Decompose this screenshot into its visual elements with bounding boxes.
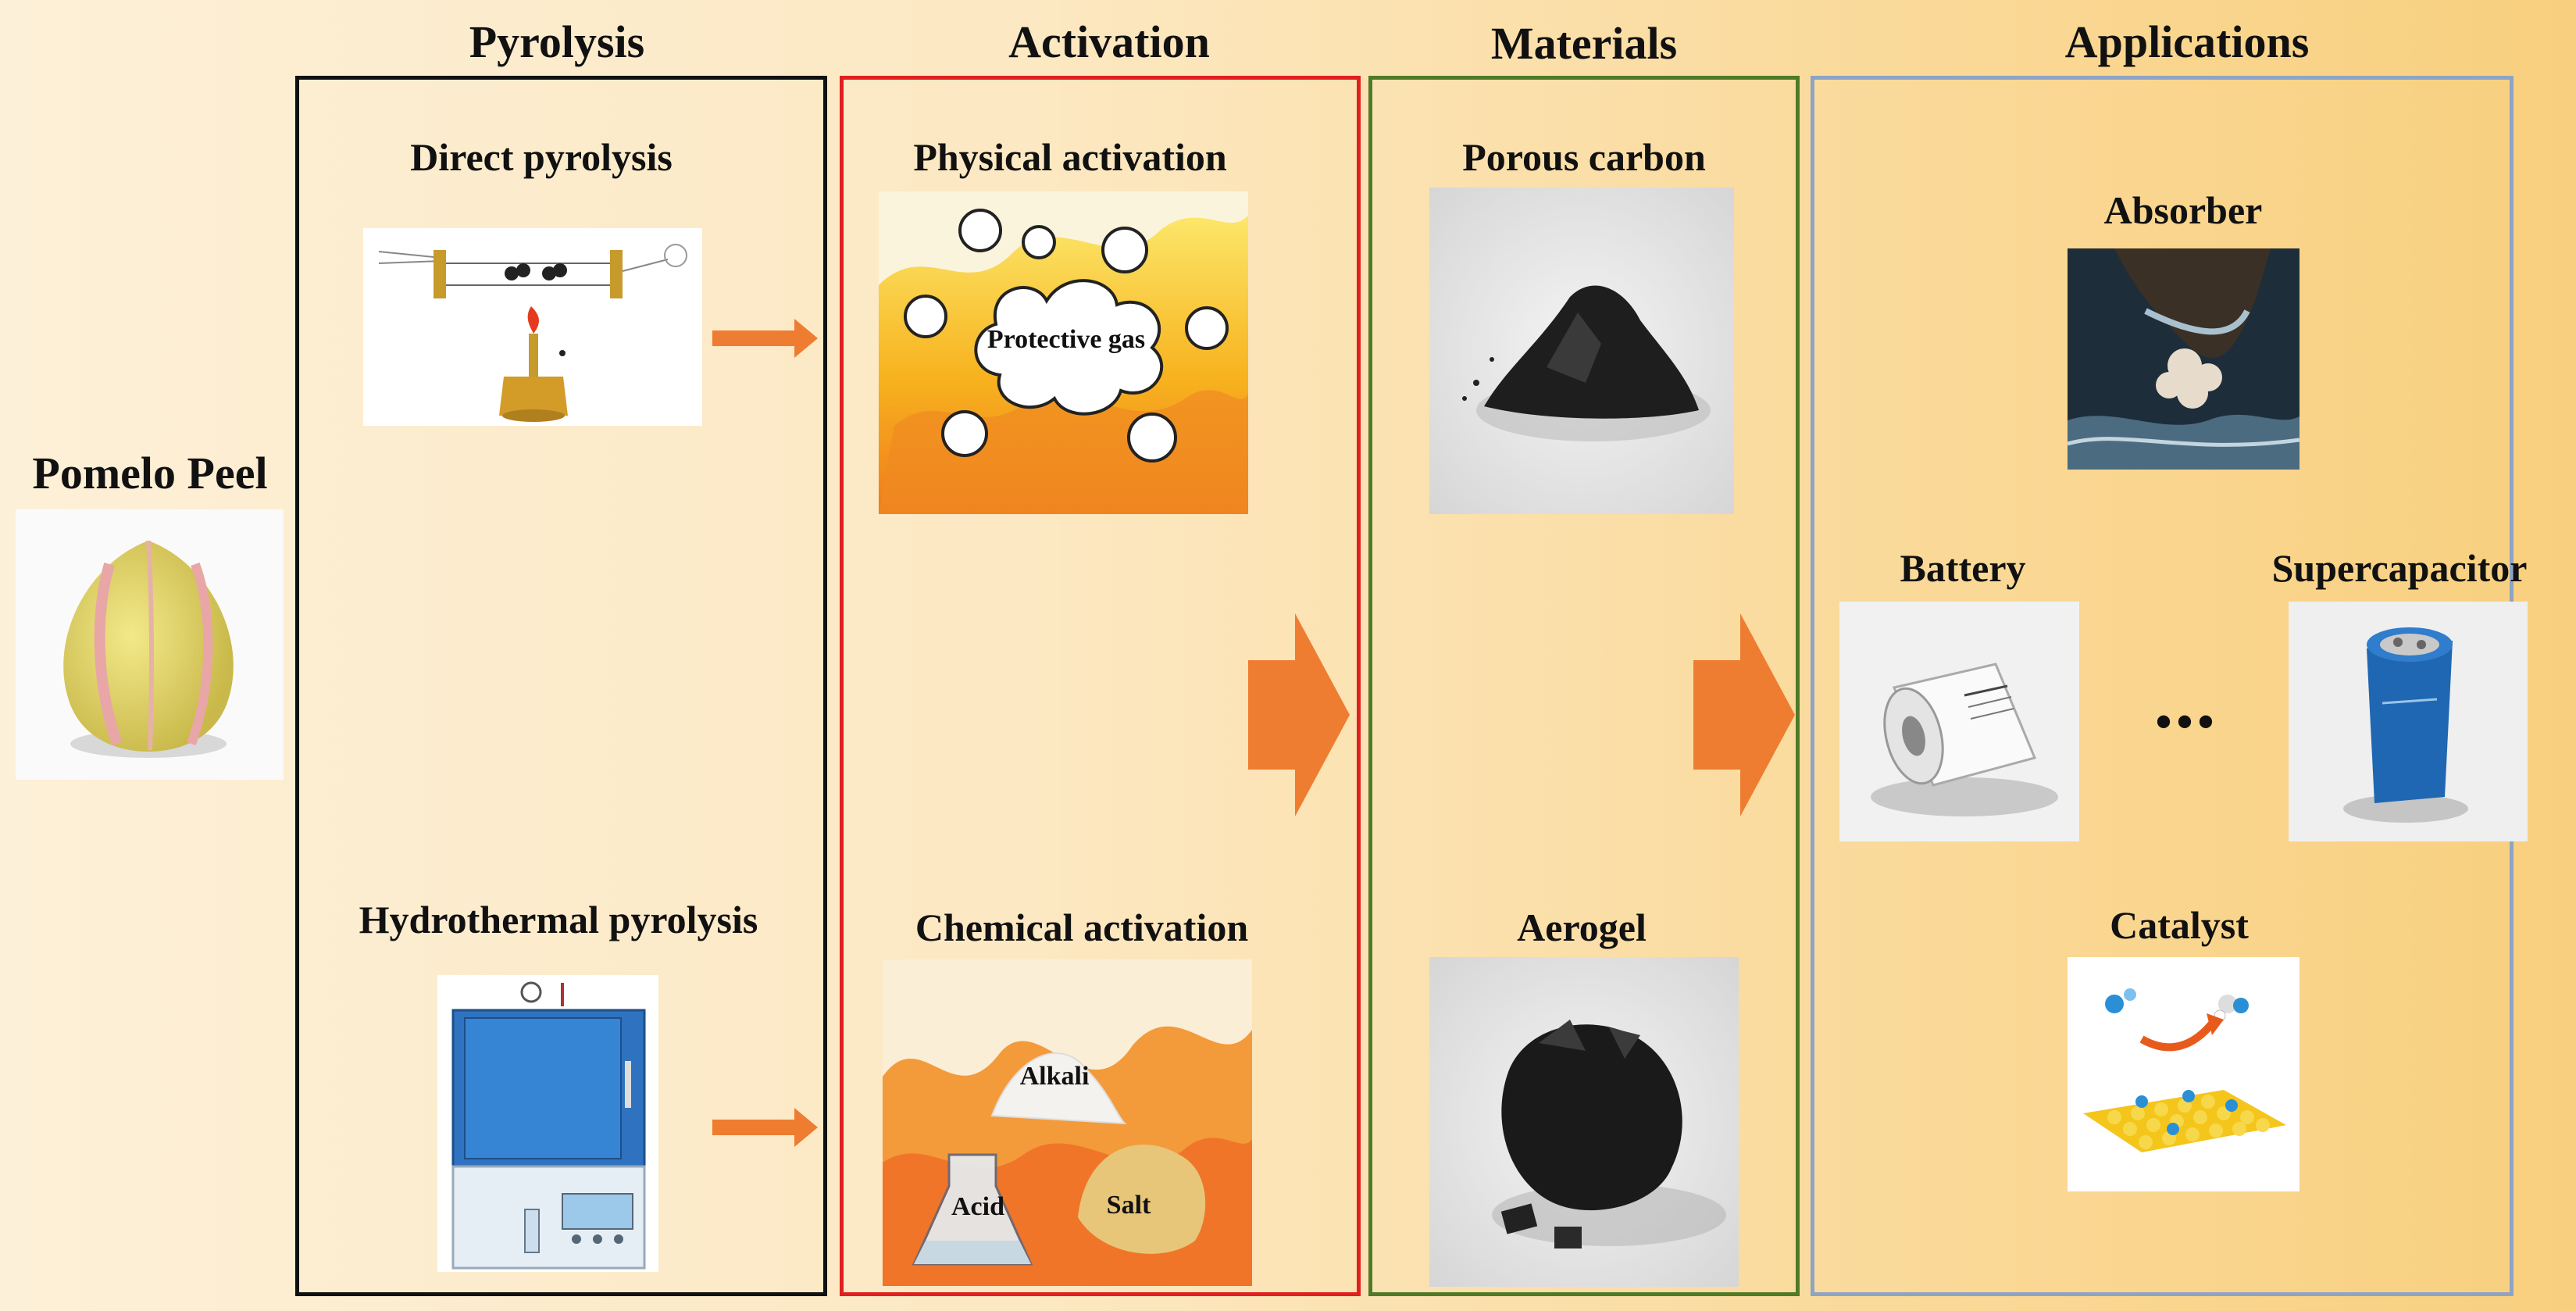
more-applications-ellipsis: ••• xyxy=(2155,696,2219,748)
direct-pyrolysis-label: Direct pyrolysis xyxy=(410,135,673,179)
chemical-powders-image xyxy=(883,959,1252,1286)
protective-gas-label: Protective gas xyxy=(987,325,1145,354)
materials-stage-box xyxy=(1368,76,1800,1296)
absorber-label: Absorber xyxy=(2103,188,2263,232)
physical-activation-label: Physical activation xyxy=(913,135,1227,179)
salt-label: Salt xyxy=(1106,1191,1151,1220)
porous-carbon-image xyxy=(1429,188,1734,514)
battery-image xyxy=(1839,602,2079,841)
arrow-activation-to-materials xyxy=(1248,613,1350,816)
acid-label: Acid xyxy=(951,1192,1004,1221)
supercapacitor-image xyxy=(2289,602,2528,841)
porous-carbon-label: Porous carbon xyxy=(1462,135,1706,179)
arrow-materials-to-applications xyxy=(1693,613,1795,816)
tube-furnace-icon xyxy=(363,228,702,426)
arrow-hydrothermal-to-chemical xyxy=(712,1108,818,1147)
pomelo-photo xyxy=(16,509,284,780)
catalyst-image xyxy=(2068,957,2299,1191)
applications-title: Applications xyxy=(2064,16,2310,67)
battery-label: Battery xyxy=(1900,546,2026,590)
alkali-label: Alkali xyxy=(1019,1062,1090,1091)
activation-stage-box xyxy=(840,76,1361,1296)
aerogel-label: Aerogel xyxy=(1517,906,1647,949)
hydrothermal-pyrolysis-label: Hydrothermal pyrolysis xyxy=(359,898,758,941)
catalyst-label: Catalyst xyxy=(2110,903,2249,947)
pyrolysis-stage-box xyxy=(295,76,827,1296)
supercapacitor-label: Supercapacitor xyxy=(2271,546,2528,590)
materials-title: Materials xyxy=(1490,18,1678,69)
absorber-image xyxy=(2068,248,2299,470)
activation-title: Activation xyxy=(1008,16,1210,67)
chemical-activation-label: Chemical activation xyxy=(915,906,1249,949)
flame-cloud-image: Protective gas xyxy=(879,191,1248,514)
muffle-furnace-icon xyxy=(437,975,658,1272)
source-label: Pomelo Peel xyxy=(32,448,268,498)
aerogel-image xyxy=(1429,957,1739,1287)
arrow-direct-to-physical xyxy=(712,319,818,358)
pyrolysis-title: Pyrolysis xyxy=(469,16,645,67)
